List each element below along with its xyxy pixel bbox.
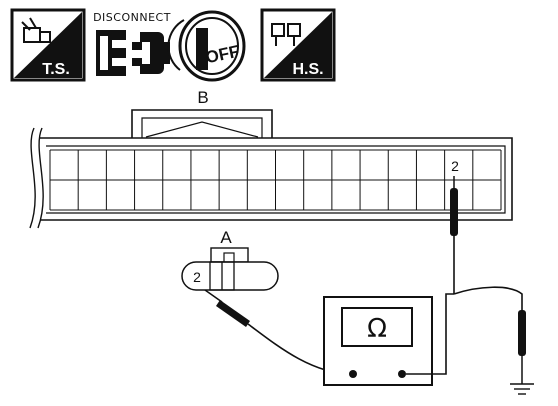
disconnect-label: DISCONNECT xyxy=(93,11,171,24)
connector-b-terminal-label: 2 xyxy=(451,158,459,174)
hs-label: H.S. xyxy=(292,61,323,78)
terminal-grid xyxy=(49,149,502,211)
ignition-off-icon: OFF xyxy=(167,10,246,82)
meter-terminal-left xyxy=(349,370,357,378)
connector-a-label: A xyxy=(220,228,232,247)
probe-b xyxy=(450,176,458,294)
ohmmeter-icon: Ω xyxy=(323,296,433,386)
connector-b: B 2 xyxy=(29,88,513,229)
ground-icon xyxy=(510,383,534,395)
connector-a-terminal-label: 2 xyxy=(193,269,201,285)
connector-b-label: B xyxy=(197,88,208,107)
ts-label: T.S. xyxy=(42,61,70,78)
meter-symbol: Ω xyxy=(367,314,387,344)
ts-icon: T.S. xyxy=(10,8,86,82)
hs-icon: H.S. xyxy=(260,8,336,82)
connector-a: A 2 xyxy=(181,228,279,291)
meter-terminal-right xyxy=(398,370,406,378)
disconnect-connector-icon: DISCONNECT xyxy=(93,11,171,76)
ground-probe xyxy=(453,286,534,395)
